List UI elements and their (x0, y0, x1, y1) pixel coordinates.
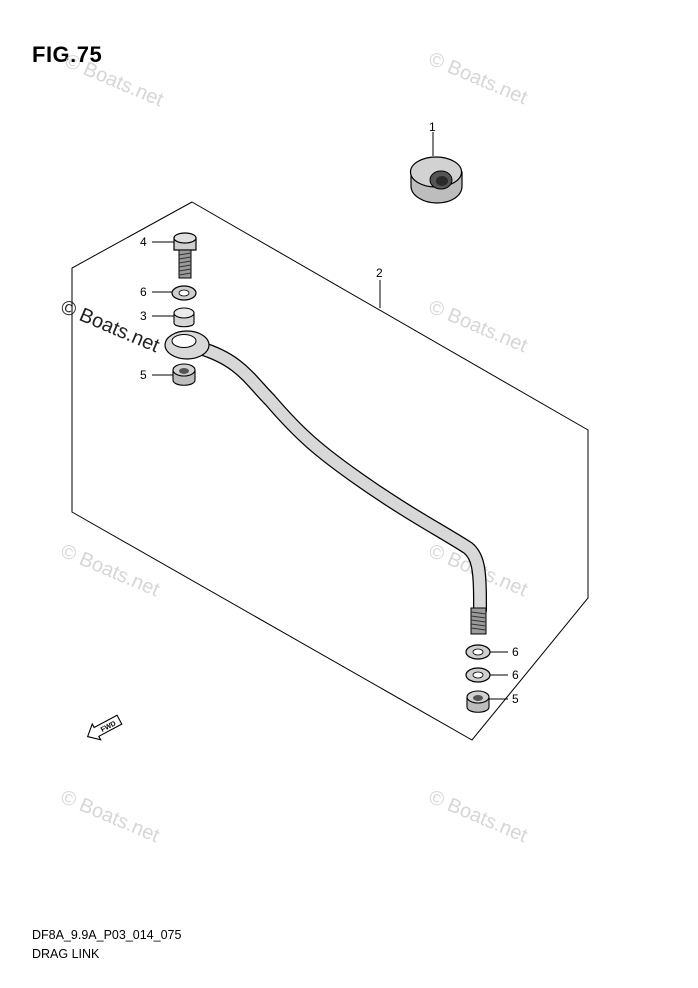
part-5-nut-left (172, 363, 196, 386)
callout-6: 6 (512, 645, 519, 659)
assembly-outline (71, 201, 589, 741)
part-5-nut-right (466, 690, 490, 713)
callout-6: 6 (140, 285, 147, 299)
callout-5: 5 (140, 368, 147, 382)
part-3-bushing (173, 307, 195, 328)
callout-5: 5 (512, 692, 519, 706)
part-6-washer-top (171, 285, 197, 301)
part-6-washer-right-2 (465, 667, 491, 683)
figure-title: FIG.75 (32, 42, 103, 67)
callout-4: 4 (140, 235, 147, 249)
part-4-bolt (173, 232, 197, 279)
diagram-code: DF8A_9.9A_P03_014_075 (32, 928, 182, 942)
part-6-washer-right-1 (465, 644, 491, 660)
fwd-arrow-icon: FWD (86, 714, 123, 741)
diagram-name: DRAG LINK (32, 947, 100, 961)
callout-3: 3 (140, 309, 147, 323)
part-2-drag-link (164, 330, 487, 635)
callout-2: 2 (376, 266, 383, 280)
callout-6: 6 (512, 668, 519, 682)
fwd-label: FWD (100, 720, 117, 734)
callout-1: 1 (429, 120, 436, 134)
part-1-nut (409, 156, 463, 204)
